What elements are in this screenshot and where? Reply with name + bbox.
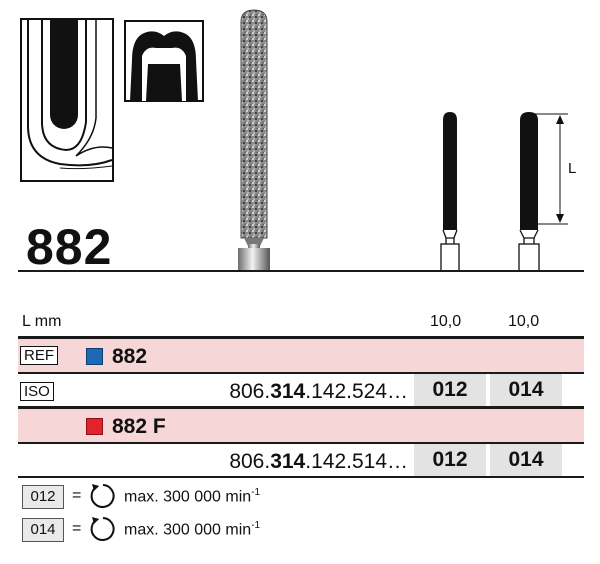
rotation-icon bbox=[90, 517, 115, 541]
variant-882-name: 882 bbox=[112, 345, 148, 368]
row-divider bbox=[18, 372, 584, 374]
iso-code-prefix: 806. bbox=[229, 380, 271, 403]
speed-limit-012: max. 300 000 min-1 bbox=[124, 487, 260, 506]
table-top-border bbox=[18, 336, 584, 339]
speed-limit-text: max. 300 000 min bbox=[124, 488, 252, 506]
length-value-012: 10,0 bbox=[430, 313, 462, 330]
length-header: L mm bbox=[22, 313, 62, 330]
variant-882f-header-row bbox=[18, 409, 584, 442]
speed-size-014: 014 bbox=[22, 518, 64, 542]
iso-code-suffix: .142.524… bbox=[305, 380, 408, 403]
length-label: L bbox=[568, 160, 577, 177]
bur-drawing-014 bbox=[518, 112, 540, 272]
variant-882f-size-014: 014 bbox=[490, 444, 562, 476]
variant-882f-name: 882 F bbox=[112, 415, 166, 438]
variant-882-size-012: 012 bbox=[414, 374, 486, 406]
speed-unit-exponent: -1 bbox=[251, 487, 261, 498]
row-divider bbox=[18, 406, 584, 409]
variant-882-iso-code: 806.314.142.524… bbox=[150, 380, 408, 404]
speed-size-012: 012 bbox=[22, 485, 64, 509]
variant-882-size-014: 014 bbox=[490, 374, 562, 406]
blue-color-code bbox=[86, 348, 103, 365]
speed-limit-014: max. 300 000 min-1 bbox=[124, 520, 260, 539]
sectional-view-diagram bbox=[20, 18, 114, 182]
baseline-divider bbox=[18, 270, 584, 272]
iso-code-suffix: .142.514… bbox=[305, 450, 408, 473]
iso-code-prefix: 806. bbox=[229, 450, 271, 473]
crown-preparation-diagram bbox=[124, 20, 204, 102]
diamond-bur-image bbox=[238, 9, 270, 272]
product-number: 882 bbox=[26, 219, 113, 275]
row-divider bbox=[18, 442, 584, 444]
red-color-code bbox=[86, 418, 103, 435]
variant-882-header-row bbox=[18, 339, 584, 372]
speed-equals: = bbox=[72, 487, 82, 504]
iso-code-bold: 314 bbox=[270, 450, 306, 473]
iso-code-bold: 314 bbox=[270, 380, 306, 403]
speed-limit-text: max. 300 000 min bbox=[124, 521, 252, 539]
length-dimension-marker bbox=[532, 113, 568, 225]
bur-drawing-012 bbox=[440, 112, 460, 272]
speed-unit-exponent: -1 bbox=[251, 520, 261, 531]
speed-equals: = bbox=[72, 520, 82, 537]
rotation-icon bbox=[90, 484, 115, 508]
variant-882f-iso-code: 806.314.142.514… bbox=[150, 450, 408, 474]
length-value-014: 10,0 bbox=[508, 313, 540, 330]
table-bottom-border bbox=[18, 476, 584, 478]
iso-label: ISO bbox=[20, 382, 54, 401]
ref-label: REF bbox=[20, 346, 58, 365]
variant-882f-size-012: 012 bbox=[414, 444, 486, 476]
